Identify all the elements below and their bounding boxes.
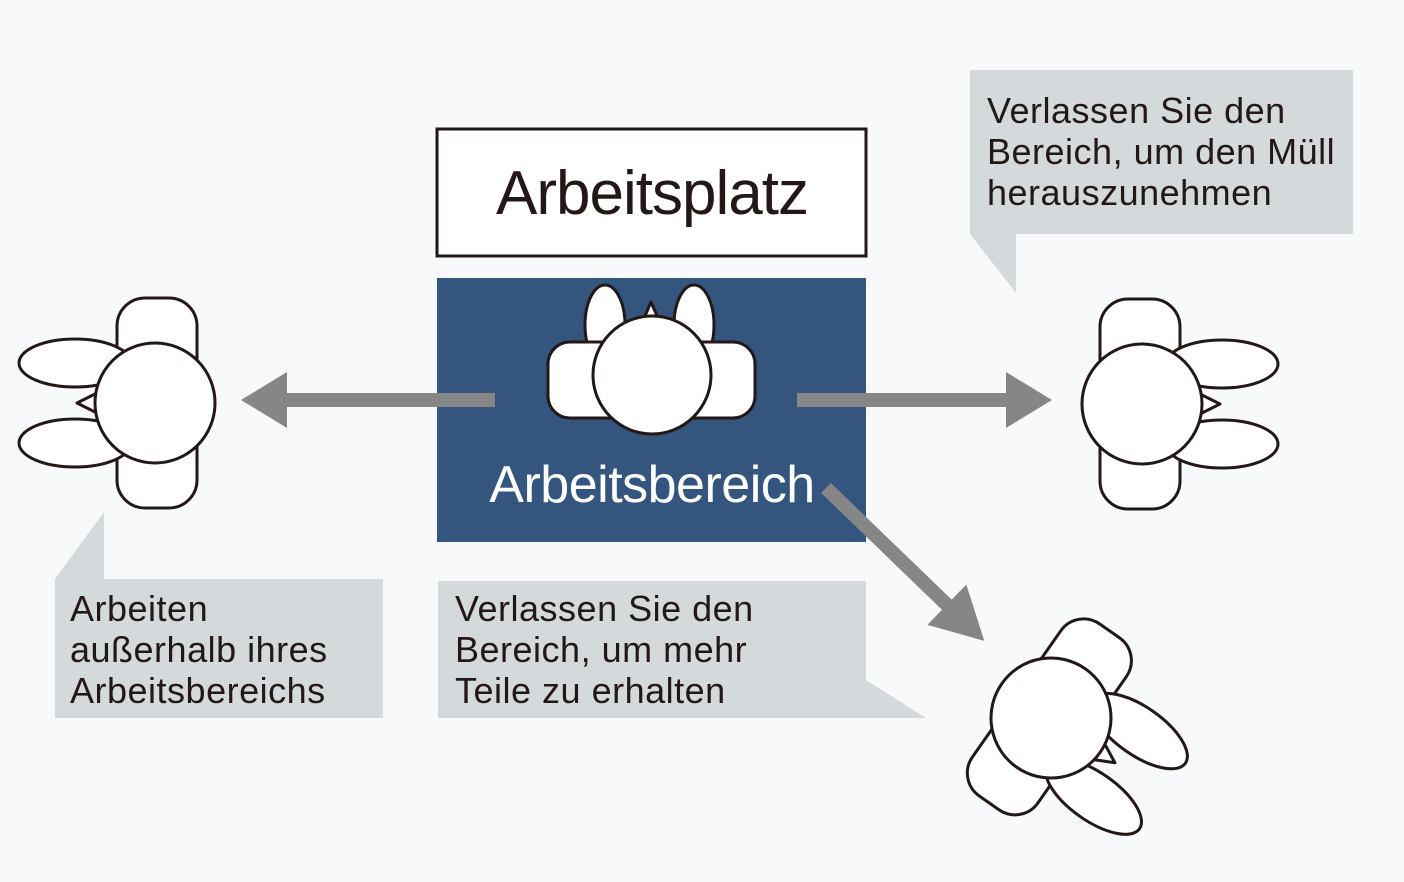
workstation-label: Arbeitsplatz [496,158,809,228]
worker-icon-center [546,283,757,436]
callout-trash-text: Verlassen Sie den Bereich, um den Müll h… [987,90,1336,213]
worker-icon-right [1080,297,1280,511]
arrow-icon-diagonal [821,482,985,641]
speech-bubble-trash [970,70,1353,293]
worker-icon-left [17,296,217,510]
speech-bubble-outside [55,512,383,718]
work-area-label: Arbeitsbereich [489,456,815,514]
arrow-icon-left [241,372,495,428]
callout-outside-text: Arbeiten außerhalb ihres Arbeitsbereichs [70,588,328,711]
workstation-box [435,127,868,258]
callout-parts-text: Verlassen Sie den Bereich, um mehr Teile… [455,588,754,711]
speech-bubble-parts [438,581,926,718]
arrow-icon-right [797,372,1052,428]
